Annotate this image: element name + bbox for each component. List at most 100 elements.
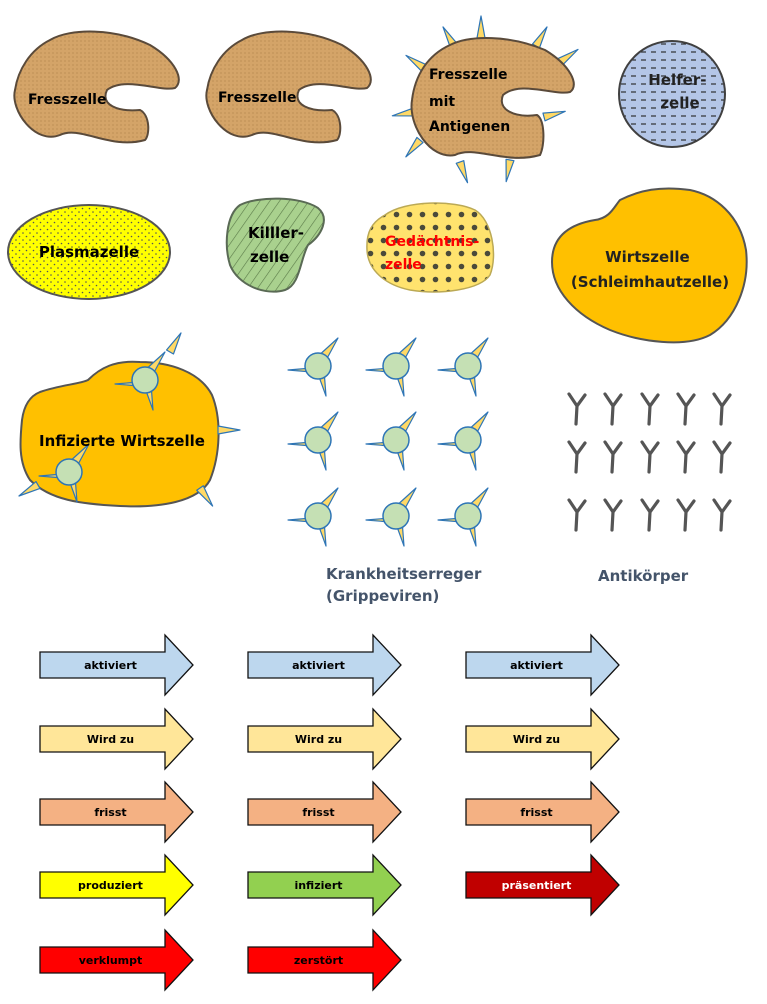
arrow-label: frisst [94,806,126,819]
virus-icon [437,487,489,547]
virus-icon [437,337,489,397]
arrow-aktiviert: aktiviert [465,633,620,697]
fresszelle-mit-antigenen: Fresszelle mit Antigenen [391,15,581,185]
label-line: Antigenen [429,119,510,135]
fresszelle-shape [410,37,575,159]
label-line: Killler- [248,224,304,242]
arrow-label: produziert [78,879,143,892]
arrow-verklumpt: verklumpt [39,928,194,992]
arrow-shape [39,853,194,917]
arrow-infiziert: infiziert [247,853,402,917]
virus-group [287,337,489,547]
arrow-shape [39,707,194,771]
caption-line: Antikörper [598,567,689,585]
arrow-label: aktiviert [84,659,137,672]
fresszelle-shape [205,30,372,144]
antibody-group [567,392,732,532]
infizierte-wirtszelle: Infizierte Wirtszelle [16,330,241,509]
arrow-label: aktiviert [510,659,563,672]
label-line: Fresszelle [429,67,507,83]
arrow-shape [247,780,402,844]
antibody-icon [712,498,732,532]
arrow-shape [247,853,402,917]
arrow-label: zerstört [294,954,343,967]
label-line: Helfer- [648,71,706,89]
arrow-shape [39,633,194,697]
gedaechtniszelle-label: Gedächtnis- zelle [385,234,484,273]
arrow-frisst: frisst [39,780,194,844]
antibody-icon [567,440,587,474]
virus-icon [287,337,339,397]
antibody-icon [640,392,660,426]
wirtszelle-label: Wirtszelle (Schleimhautzelle) [571,248,729,291]
arrow-shape [39,780,194,844]
virus-caption: Krankheitserreger (Grippeviren) [326,563,481,607]
antibody-icon [676,498,696,532]
killerzelle: Killler- zelle [225,197,325,293]
antibody-icon [603,392,623,426]
antibody-caption: Antikörper [598,565,688,587]
arrow-frisst: frisst [465,780,620,844]
arrow-shape [247,707,402,771]
infizierte-wirtszelle-label: Infizierte Wirtszelle [39,432,205,450]
virus-icon [365,411,417,471]
fresszelle-2: Fresszelle [205,30,372,144]
helferzelle-label: Helfer- zelle [648,71,711,112]
fresszelle-mit-antigenen-label: Fresszelle mit Antigenen [429,67,512,135]
label-line: zelle [385,257,422,273]
arrow-shape [465,633,620,697]
label-line: mit [429,94,455,110]
arrow-label: frisst [520,806,552,819]
label-line: Gedächtnis- [385,234,480,250]
arrow-shape [465,780,620,844]
arrow-präsentiert: präsentiert [465,853,620,917]
label-line: Wirtszelle [605,248,690,266]
antibody-icon [603,498,623,532]
arrow-label: aktiviert [292,659,345,672]
arrow-label: Wird zu [87,733,134,746]
caption-line: Krankheitserreger [326,565,482,583]
virus-icon [437,411,489,471]
caption-line: (Grippeviren) [326,587,440,605]
arrow-label: verklumpt [79,954,143,967]
arrow-label: infiziert [294,879,342,892]
antibody-icon [567,498,587,532]
gedaechtniszelle: Gedächtnis- zelle [366,202,495,293]
arrow-wird-zu: Wird zu [465,707,620,771]
arrow-shape [247,928,402,992]
virus-icon [365,337,417,397]
arrow-label: frisst [302,806,334,819]
arrow-shape [465,853,620,917]
antibody-icon [640,498,660,532]
arrow-shape [247,633,402,697]
antibody-icon [676,440,696,474]
arrow-shape [39,928,194,992]
arrow-produziert: produziert [39,853,194,917]
antibody-icon [640,440,660,474]
label-line: zelle [660,94,699,112]
arrow-wird-zu: Wird zu [39,707,194,771]
plasmazelle-label: Plasmazelle [39,243,139,261]
antibody-icon [712,440,732,474]
virus-icon [365,487,417,547]
arrow-frisst: frisst [247,780,402,844]
arrow-wird-zu: Wird zu [247,707,402,771]
arrow-label: Wird zu [513,733,560,746]
fresszelle-1-label: Fresszelle [28,92,106,108]
virus-icon [287,487,339,547]
virus-icon [287,411,339,471]
antibody-icon [567,392,587,426]
fresszelle-1: Fresszelle [13,30,180,144]
killerzelle-label: Killler- zelle [248,224,309,266]
antibody-icon [712,392,732,426]
antibody-icon [676,392,696,426]
arrow-aktiviert: aktiviert [39,633,194,697]
arrow-label: präsentiert [502,879,572,892]
antibody-icon [603,440,623,474]
wirtszelle: Wirtszelle (Schleimhautzelle) [550,187,748,344]
helferzelle: Helfer- zelle [618,40,726,148]
arrow-label: Wird zu [295,733,342,746]
arrow-shape [465,707,620,771]
fresszelle-2-label: Fresszelle [218,90,296,106]
